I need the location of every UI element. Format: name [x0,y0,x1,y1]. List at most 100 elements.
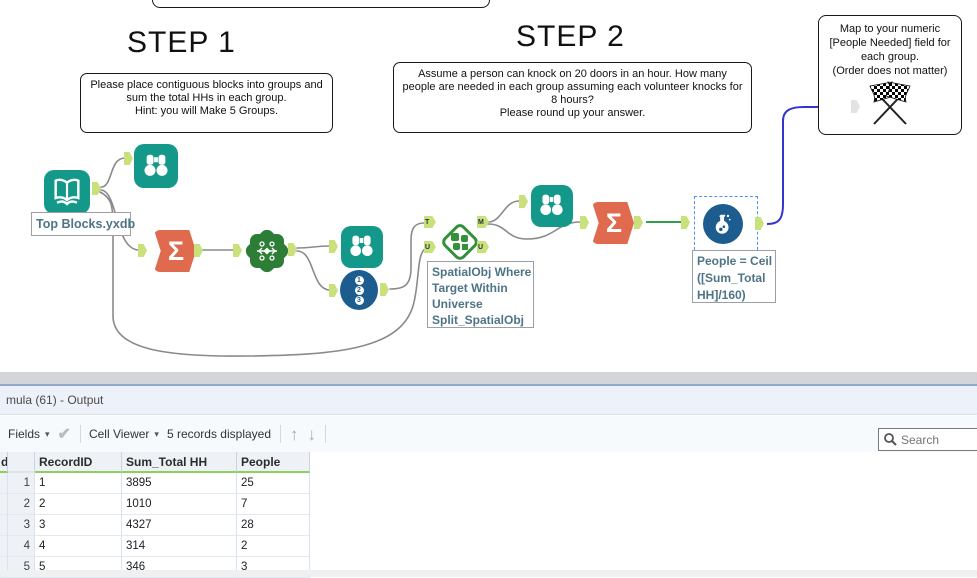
summarize1-input-anchor[interactable] [138,244,147,257]
table-cell[interactable]: 314 [122,536,237,557]
binoculars-icon [540,194,563,216]
cell-viewer-button[interactable]: Cell Viewer [88,427,150,441]
table-cell[interactable]: 7 [237,494,310,515]
spatial-target-input-anchor[interactable]: T [424,216,436,228]
row-number-cell[interactable]: 3 [8,515,35,536]
table-cell[interactable]: 2 [35,494,122,515]
step2-line: Please round up your answer. [499,107,646,119]
row-number-cell[interactable]: 4 [8,536,35,557]
table-cell[interactable]: 3895 [122,473,237,494]
row-number-cell[interactable]: 1 [8,473,35,494]
spatial-matched-output-anchor[interactable]: M [477,216,489,228]
connection-makegroup-tile[interactable] [296,250,331,291]
summarize2-output-anchor[interactable] [634,216,643,229]
search-box[interactable] [878,428,977,451]
column-header-sum-total-hh[interactable]: Sum_Total HH [122,452,237,473]
browse1-tool[interactable] [134,144,178,188]
input-annotation[interactable]: Top Blocks.yxdb [31,212,135,236]
formula-annotation[interactable]: People = Ceil ([Sum_Total HH]/160) [692,250,776,303]
spatial-annotation-line: Target Within [432,281,508,295]
summarize1-output-anchor[interactable] [194,244,203,257]
summarize-sigma-icon: Σ [167,235,185,266]
makegroup-output-anchor[interactable] [288,243,297,256]
goal-comment-box[interactable]: Map to your numeric [People Needed] fiel… [818,15,962,135]
toolbar-separator [325,425,327,443]
table-row[interactable]: 3 3 4327 28 [0,515,311,536]
tile-input-anchor[interactable] [329,284,338,297]
step2-title[interactable]: STEP 2 [516,20,625,53]
step1-title[interactable]: STEP 1 [127,26,236,59]
connection-spatial-browse3[interactable] [487,200,520,223]
binoculars-icon [350,235,373,257]
spatial-match-tool[interactable] [438,220,482,264]
input-data-tool[interactable] [44,170,90,214]
fields-button[interactable]: Fields [8,427,41,441]
table-row[interactable]: 1 1 3895 25 [0,473,311,494]
formula-tool[interactable] [703,204,743,244]
arrow-down-icon[interactable]: ↓ [307,424,317,444]
panel-splitter[interactable] [0,372,977,386]
summarize2-tool[interactable]: Σ [592,202,634,244]
step2-line: 8 hours? [551,94,594,106]
goal-line: [People Needed] field for [829,37,951,49]
tile-output-anchor[interactable] [380,283,389,296]
table-cell[interactable]: 1 [35,473,122,494]
chevron-down-icon[interactable]: ▾ [154,428,159,439]
browse3-tool[interactable] [531,185,573,227]
anchor-label: T [425,218,430,226]
tile-tool[interactable]: 1 2 3 [340,270,378,310]
row-number-cell[interactable]: 2 [8,494,35,515]
step1-comment-box[interactable]: Please place contiguous blocks into grou… [80,73,333,133]
table-row[interactable]: 4 4 314 2 [0,536,311,557]
browse3-input-anchor[interactable] [519,195,528,208]
spatial-match-icon [442,224,478,260]
table-cell[interactable]: 25 [237,473,310,494]
connection-tile-spatial-target[interactable] [389,222,425,290]
search-input[interactable] [899,429,977,450]
step2-comment-box[interactable]: Assume a person can knock on 20 doors in… [393,62,752,133]
checkmark-icon[interactable]: ✔ [57,426,71,443]
browse2-tool[interactable] [341,226,383,268]
connection-input-spatial-universe[interactable] [99,191,427,357]
connection-makegroup-browse2[interactable] [296,245,331,249]
workflow-canvas[interactable]: STEP 1 Please place contiguous blocks in… [0,0,977,372]
connection-formula-macro[interactable] [766,106,850,225]
horizontal-scrollbar-track[interactable] [0,570,977,577]
table-row[interactable]: 2 2 1010 7 [0,494,311,515]
results-toolbar: Fields ▾ ✔ Cell Viewer ▾ 5 records displ… [0,416,977,452]
input-output-anchor[interactable] [92,182,101,195]
make-group-tool[interactable] [242,226,292,276]
table-cell [0,515,8,536]
table-cell[interactable]: 2 [237,536,310,557]
arrow-up-icon[interactable]: ↑ [290,424,299,444]
goal-line: each group. [860,51,920,63]
table-cell[interactable]: 1010 [122,494,237,515]
spatial-annotation-line: SpatialObj Where [432,265,532,279]
column-header-partial[interactable]: d [0,452,8,473]
summarize2-input-anchor[interactable] [580,216,589,229]
column-header-recordid[interactable]: RecordID [35,452,122,473]
browse2-input-anchor[interactable] [329,240,338,253]
table-cell[interactable]: 4 [35,536,122,557]
formula-output-anchor[interactable] [755,217,764,230]
table-cell [0,473,8,494]
connection-input-browse1[interactable] [100,157,126,188]
spatial-annotation[interactable]: SpatialObj Where Target Within Universe … [427,261,534,328]
chevron-down-icon[interactable]: ▾ [45,428,50,439]
summarize1-tool[interactable]: Σ [154,230,196,272]
browse1-input-anchor[interactable] [124,152,133,165]
macro-input-anchor[interactable] [851,100,860,113]
makegroup-input-anchor[interactable] [233,244,242,257]
table-cell[interactable]: 3 [35,515,122,536]
partial-comment-box[interactable] [152,0,490,8]
table-cell[interactable]: 28 [237,515,310,536]
spatial-universe-input-anchor[interactable]: U [424,241,436,253]
column-header-people[interactable]: People [237,452,310,473]
formula-input-anchor[interactable] [681,216,690,229]
table-cell[interactable]: 4327 [122,515,237,536]
step2-line: Assume a person can knock on 20 doors in… [418,68,727,80]
row-number-header[interactable] [8,452,35,473]
spatial-unmatched-output-anchor[interactable]: U [477,241,489,253]
step1-line: sum the total HHs in each group. [126,92,287,104]
results-panel-title: mula (61) - Output [0,386,977,415]
